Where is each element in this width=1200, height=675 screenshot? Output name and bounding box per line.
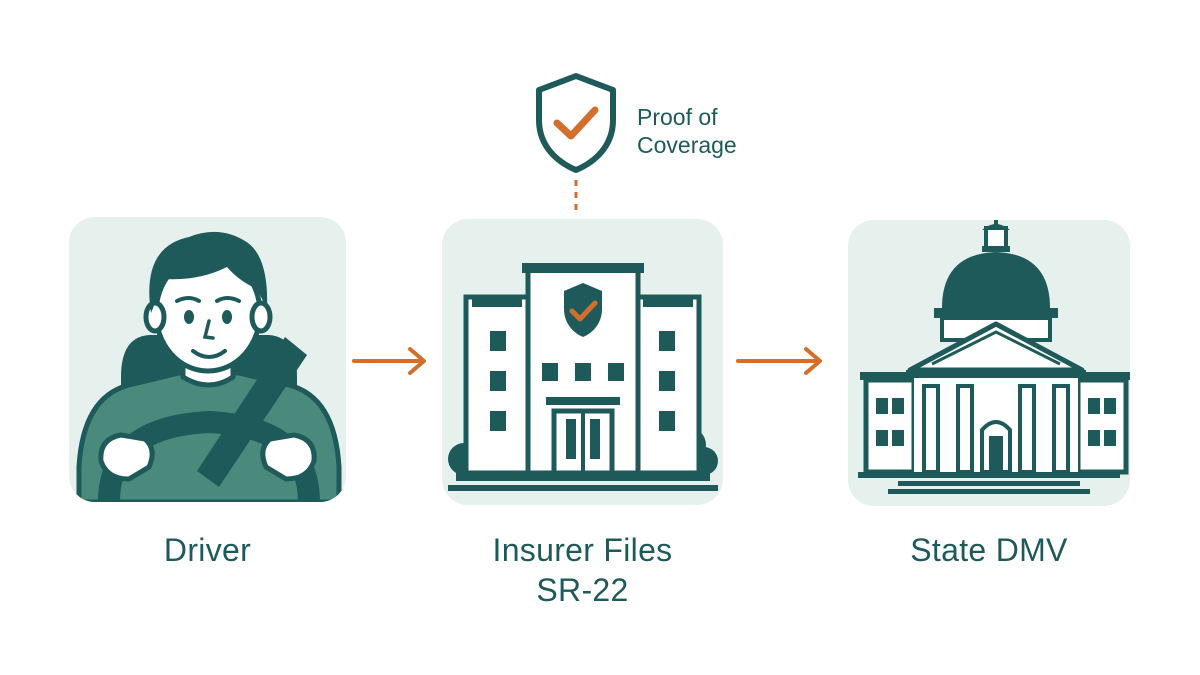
driver-label: Driver — [163, 532, 252, 568]
capitol-building-icon — [858, 220, 1130, 494]
proof-label-line2: Coverage — [637, 132, 737, 158]
insurer-card — [442, 219, 723, 505]
dmv-card — [848, 220, 1130, 506]
dmv-label: State DMV — [910, 532, 1068, 568]
insurer-label-line2: SR-22 — [536, 572, 629, 608]
driver-card — [69, 217, 346, 502]
dashed-connector — [574, 180, 578, 216]
proof-of-coverage-label: Proof of Coverage — [637, 103, 737, 159]
proof-label-line1: Proof of — [637, 104, 718, 130]
arrow-right-icon — [352, 347, 426, 375]
shield-check-icon — [536, 73, 616, 173]
driver-icon — [76, 231, 342, 502]
insurance-building-icon — [448, 263, 718, 491]
arrow-right-icon — [736, 347, 822, 375]
insurer-label: Insurer Files SR-22 — [422, 530, 743, 610]
insurer-label-line1: Insurer Files — [492, 532, 673, 568]
